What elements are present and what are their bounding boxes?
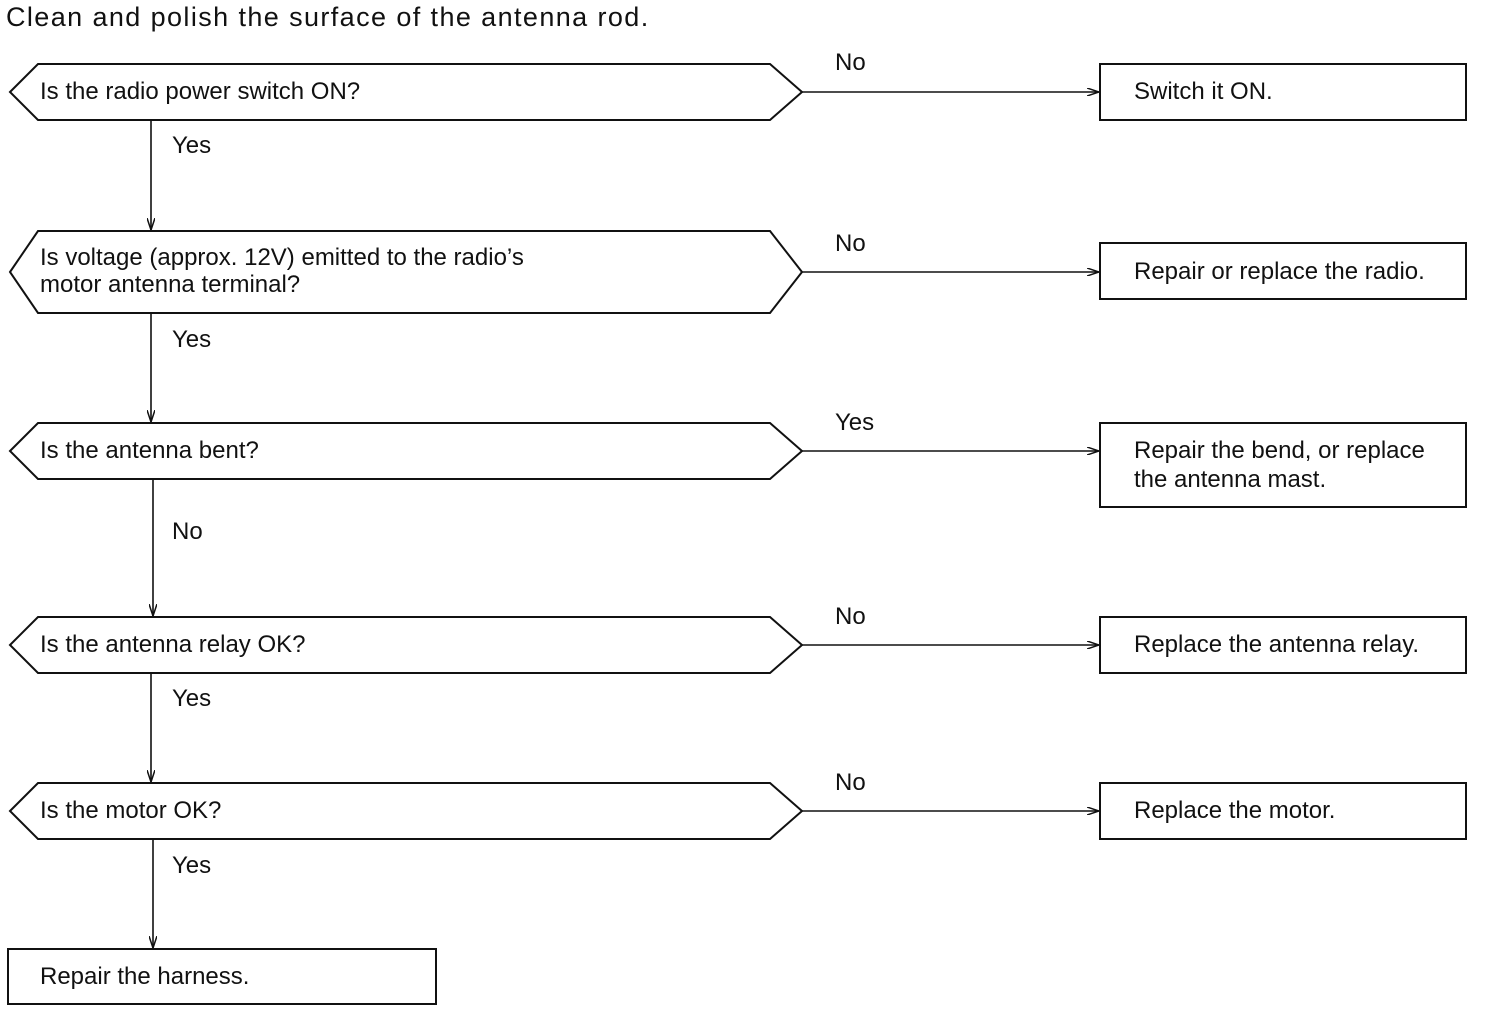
action-text: Repair or replace the radio.	[1134, 257, 1425, 286]
action-box-5	[1099, 782, 1467, 840]
action-box-1	[1099, 63, 1467, 121]
action-line: Repair or replace the radio.	[1134, 258, 1425, 285]
action-text: Replace the antenna relay.	[1134, 630, 1419, 659]
decision-line: Is the antenna bent?	[40, 437, 259, 464]
final-action-text: Repair the harness.	[40, 963, 250, 990]
down-label: Yes	[172, 852, 212, 879]
down-label: Yes	[172, 326, 212, 353]
action-line: Replace the motor.	[1134, 797, 1336, 824]
decision-line: motor antenna terminal?	[40, 271, 301, 298]
branch-label: No	[835, 230, 866, 257]
action-line: Repair the bend, or replace	[1134, 437, 1425, 464]
decision-text: Is voltage (approx. 12V) emitted to the …	[40, 244, 524, 298]
decision-line: Is the antenna relay OK?	[40, 631, 306, 658]
action-text: Repair the bend, or replace the antenna …	[1134, 436, 1425, 494]
decision-line: Is the motor OK?	[40, 797, 222, 824]
down-label: No	[172, 518, 203, 545]
branch-label: No	[835, 769, 866, 796]
action-box-4	[1099, 616, 1467, 674]
decision-text: Is the radio power switch ON?	[40, 78, 360, 105]
branch-label: No	[835, 49, 866, 76]
page-title: Clean and polish the surface of the ante…	[6, 2, 650, 32]
action-text: Switch it ON.	[1134, 77, 1273, 106]
action-line: Replace the antenna relay.	[1134, 631, 1420, 658]
action-line: Switch it ON.	[1134, 78, 1273, 105]
decision-text: Is the antenna relay OK?	[40, 631, 306, 658]
branch-label: No	[835, 603, 866, 630]
decision-text: Is the antenna bent?	[40, 437, 259, 464]
final-action-box	[7, 948, 437, 1005]
decision-line: Is voltage (approx. 12V) emitted to the …	[40, 244, 524, 271]
down-label: Yes	[172, 685, 212, 712]
action-text: Replace the motor.	[1134, 796, 1335, 825]
down-label: Yes	[172, 132, 212, 159]
decision-text: Is the motor OK?	[40, 797, 221, 824]
action-box-2	[1099, 242, 1467, 300]
action-line: the antenna mast.	[1134, 466, 1327, 493]
decision-line: Is the radio power switch ON?	[40, 78, 361, 105]
branch-label: Yes	[835, 409, 875, 436]
action-box-3	[1099, 422, 1467, 508]
